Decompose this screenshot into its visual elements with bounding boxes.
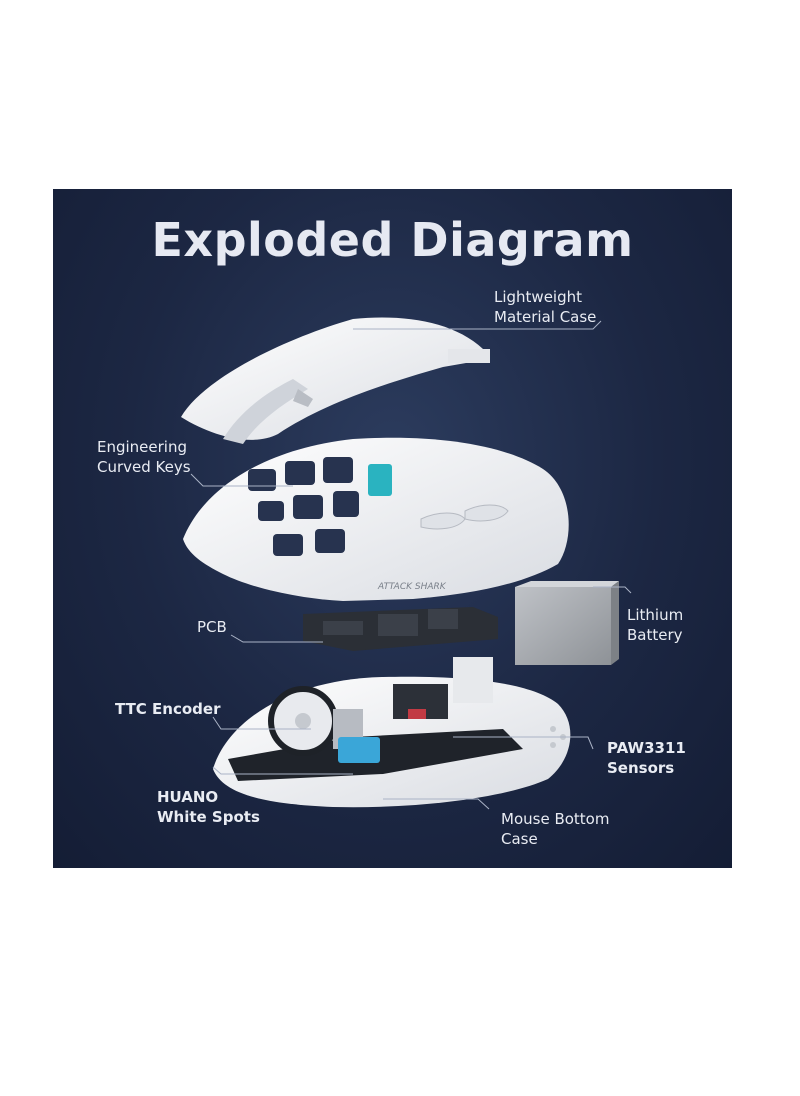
leader-lines xyxy=(190,320,632,810)
label-pcb: PCB xyxy=(197,618,227,636)
lithium-battery-part xyxy=(515,581,619,665)
middle-shell-part: ATTACK SHARK xyxy=(183,437,569,601)
top-case-part xyxy=(181,317,490,444)
exploded-mouse-illustration: ATTACK SHARK xyxy=(181,317,632,810)
label-huano-white-spots: HUANO White Spots xyxy=(157,788,260,826)
bottom-case-part xyxy=(213,657,571,808)
diagram-title: Exploded Diagram xyxy=(151,213,634,267)
label-engineering-curved-keys: Engineering Curved Keys xyxy=(97,438,191,476)
pcb-part xyxy=(303,607,498,651)
label-lithium-battery: Lithium Battery xyxy=(627,606,684,644)
brand-mark: ATTACK SHARK xyxy=(377,582,447,592)
label-paw3311-sensors: PAW3311 Sensors xyxy=(607,739,686,777)
label-ttc-encoder: TTC Encoder xyxy=(115,700,221,718)
label-mouse-bottom-case: Mouse Bottom Case xyxy=(501,810,610,848)
label-lightweight-material-case: Lightweight Material Case xyxy=(494,288,597,326)
diagram-panel: Exploded Diagram xyxy=(53,189,732,868)
